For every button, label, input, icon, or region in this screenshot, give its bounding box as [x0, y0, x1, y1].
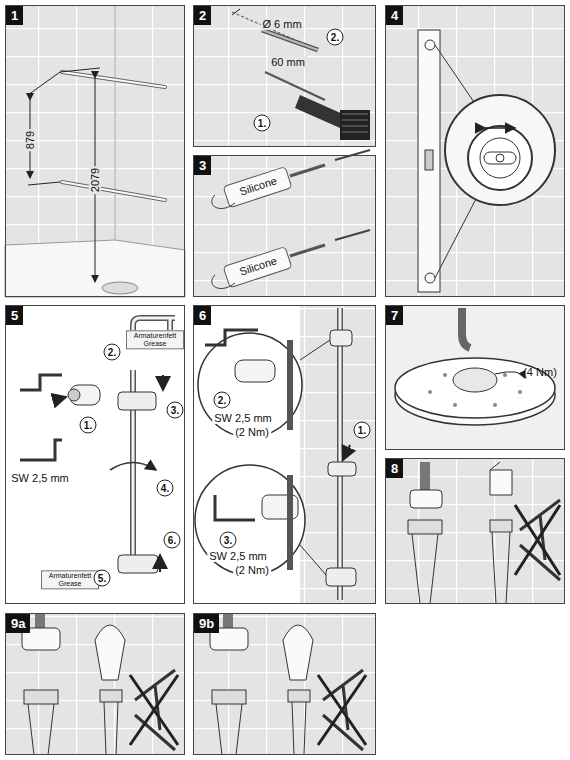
tool-size: SW 2,5 mm: [212, 412, 273, 424]
torque: (2 Nm): [233, 564, 271, 576]
callout-number: 6.: [164, 532, 181, 549]
step-number: 4: [386, 6, 403, 25]
callout-number: 1.: [80, 417, 97, 434]
tube-label: Armaturenfett Grease: [126, 330, 184, 349]
torque: (4 Nm): [523, 366, 557, 378]
step-panel: 3: [193, 155, 376, 297]
step-number: 1: [6, 6, 23, 25]
step-panel: 5: [5, 305, 185, 604]
step-number: 3: [194, 156, 211, 175]
dimension: 60 mm: [269, 56, 307, 68]
tool-size: SW 2,5 mm: [207, 550, 268, 562]
step-number: 9a: [6, 614, 30, 633]
step-number: 2: [194, 6, 211, 25]
step-panel: 4: [385, 5, 565, 297]
tube-label: Armaturenfett Grease: [41, 570, 99, 589]
step-panel: 9a: [5, 613, 185, 755]
step-number: 9b: [194, 614, 219, 633]
callout-number: 3.: [167, 402, 184, 419]
step-panel: 8: [385, 458, 565, 604]
callout-number: 1.: [354, 422, 371, 439]
callout-number: 3.: [220, 532, 237, 549]
step-number: 5: [6, 306, 23, 325]
step-number: 6: [194, 306, 211, 325]
dimension: 879: [24, 129, 36, 151]
callout-number: 5.: [94, 570, 111, 587]
dimension: Ø 6 mm: [260, 18, 303, 30]
tool-size: SW 2,5 mm: [9, 472, 70, 484]
step-number: 7: [386, 306, 403, 325]
callout-number: 2.: [214, 392, 231, 409]
callout-number: 2.: [327, 29, 344, 46]
callout-number: 1.: [254, 115, 271, 132]
torque: (2 Nm): [233, 426, 271, 438]
callout-number: 2.: [104, 344, 121, 361]
step-number: 8: [386, 459, 403, 478]
callout-number: 4.: [157, 480, 174, 497]
step-panel: 9b: [193, 613, 376, 755]
dimension: 2079: [89, 166, 101, 194]
